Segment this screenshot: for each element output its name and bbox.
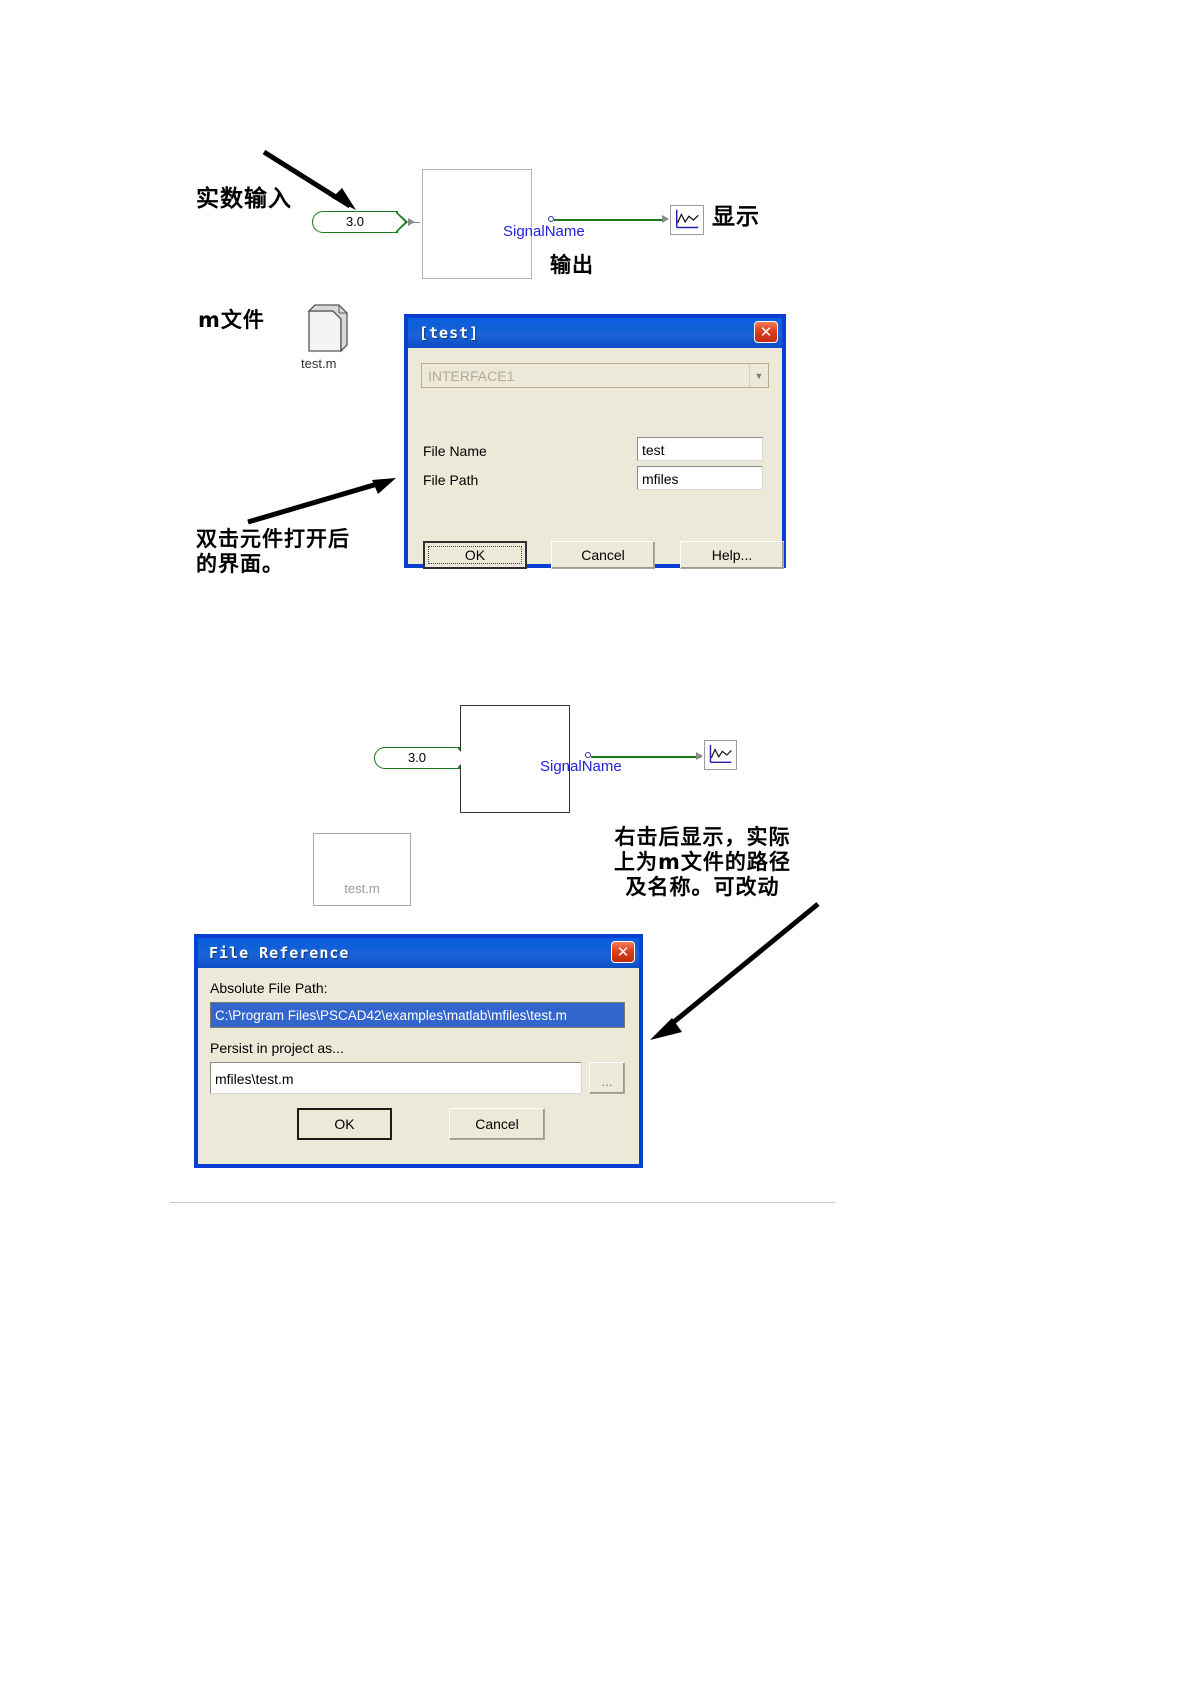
signal-name-label-top: SignalName: [503, 223, 585, 240]
help-button-label: Help...: [711, 547, 753, 563]
cancel-button[interactable]: Cancel: [551, 541, 655, 569]
pointer-arrow-to-dialog: [247, 478, 396, 525]
absolute-file-path-input[interactable]: C:\Program Files\PSCAD42\examples\matlab…: [210, 1002, 625, 1028]
mfile-ghost-caption: test.m: [344, 881, 380, 896]
browse-button-label: ...: [601, 1074, 613, 1089]
chevron-down-icon[interactable]: ▼: [749, 364, 768, 387]
dialog-file-reference: File Reference ✕ Absolute File Path: C:\…: [195, 935, 642, 1167]
annotation-display: 显示: [712, 204, 760, 230]
absolute-file-path-label: Absolute File Path:: [210, 980, 328, 996]
dialog-file-reference-body: Absolute File Path: C:\Program Files\PSC…: [198, 968, 639, 1164]
wire-arrowhead-display: [662, 215, 669, 223]
file-reference-cancel-label: Cancel: [475, 1116, 519, 1132]
ok-button[interactable]: OK: [423, 541, 527, 569]
pointer-arrow-to-constant: [262, 149, 356, 210]
cancel-button-label: Cancel: [581, 547, 625, 563]
wire-interface-to-display: [554, 219, 666, 221]
file-path-input[interactable]: mfiles: [637, 466, 763, 490]
close-icon[interactable]: ✕: [754, 321, 778, 343]
annotation-right-click-note: 右击后显示，实际 上为m文件的路径 及名称。可改动: [614, 825, 791, 899]
file-reference-ok-label: OK: [334, 1116, 355, 1132]
browse-button[interactable]: ...: [589, 1062, 625, 1094]
file-name-input[interactable]: test: [637, 437, 763, 461]
page-divider-rule: [170, 1202, 835, 1203]
wire-arrowhead-input: [408, 218, 415, 226]
file-name-label: File Name: [423, 443, 487, 459]
signal-name-label-bottom: SignalName: [540, 758, 622, 775]
help-button[interactable]: Help...: [680, 541, 784, 569]
dialog-test: [test] ✕ INTERFACE1 ▼ File Name test Fil…: [405, 315, 785, 569]
output-node-dot-bottom: [585, 752, 591, 758]
constant-source-block[interactable]: 3.0: [312, 210, 408, 233]
constant-source-block-bottom[interactable]: 3.0: [374, 746, 470, 769]
dialog-test-body: INTERFACE1 ▼ File Name test File Path mf…: [408, 348, 784, 569]
dialog-file-reference-titlebar[interactable]: File Reference ✕: [198, 938, 639, 968]
pointer-arrow-to-file-reference: [650, 902, 820, 1040]
dialog-test-title: [test]: [419, 324, 480, 342]
persist-in-project-input[interactable]: mfiles\test.m: [210, 1062, 582, 1094]
display-plot-icon-bottom[interactable]: [704, 740, 737, 770]
annotation-real-input: 实数输入: [196, 186, 292, 212]
mfile-ghost-box[interactable]: test.m: [313, 833, 411, 906]
annotation-open-dialog-note: 双击元件打开后 的界面。: [196, 527, 350, 576]
matlab-interface-block-bottom[interactable]: [460, 705, 570, 813]
constant-value-label: 3.0: [345, 214, 365, 229]
dialog-file-reference-title: File Reference: [209, 944, 350, 962]
dialog-test-titlebar[interactable]: [test] ✕: [408, 318, 782, 348]
file-reference-ok-button[interactable]: OK: [297, 1108, 392, 1140]
constant-value-label-bottom: 3.0: [407, 750, 427, 765]
annotation-output: 输出: [550, 253, 594, 277]
wire-interface-to-display-bottom: [591, 756, 701, 758]
output-node-dot-top: [548, 216, 554, 222]
display-plot-icon[interactable]: [670, 205, 704, 235]
wire-arrowhead-display-bottom: [696, 752, 703, 760]
file-reference-cancel-button[interactable]: Cancel: [449, 1108, 545, 1140]
ok-button-label: OK: [464, 547, 486, 563]
annotation-m-file: m文件: [198, 308, 265, 332]
ok-button-inner: OK: [428, 546, 522, 564]
file-path-label: File Path: [423, 472, 479, 488]
close-icon[interactable]: ✕: [611, 941, 635, 963]
matlab-interface-block-top[interactable]: [422, 169, 532, 279]
mfile-document-icon[interactable]: [303, 303, 349, 355]
persist-in-project-label: Persist in project as...: [210, 1040, 344, 1056]
interface-select[interactable]: INTERFACE1 ▼: [421, 363, 769, 388]
interface-select-value: INTERFACE1: [428, 367, 515, 384]
mfile-icon-caption: test.m: [301, 356, 337, 371]
